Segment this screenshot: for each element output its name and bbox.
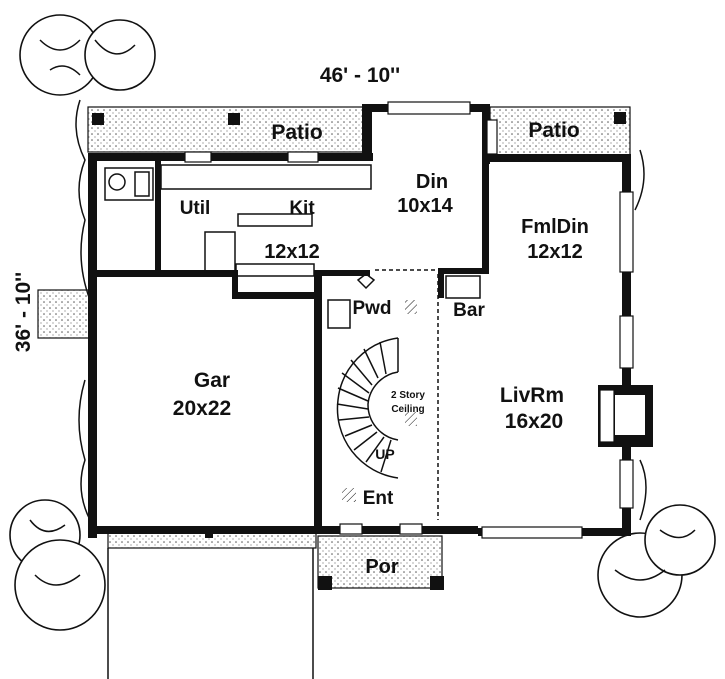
powder-label: Pwd (352, 298, 391, 319)
spiral-staircase (336, 337, 399, 479)
dining-size: 10x14 (397, 195, 453, 217)
patio-left-label: Patio (271, 121, 322, 144)
shrub-bottom-right (597, 504, 716, 618)
kitchen-label: Kit (289, 198, 315, 219)
dining-label: Din (416, 171, 448, 193)
windows (184, 101, 634, 539)
kitchen-counters (104, 164, 372, 277)
shrub-top-left (19, 14, 156, 96)
family-dining-size: 12x12 (527, 241, 583, 263)
width-dimension: 46' - 10'' (320, 64, 400, 87)
living-size: 16x20 (505, 410, 563, 433)
stair-note-line1: 2 Story (391, 390, 425, 401)
patio-right-label: Patio (528, 119, 579, 142)
shrub-bottom-left (9, 499, 106, 631)
porch-label: Por (365, 556, 399, 578)
stair-direction: UP (375, 446, 394, 462)
living-label: LivRm (500, 384, 564, 407)
family-dining-label: FmlDin (521, 216, 589, 238)
kitchen-size: 12x12 (264, 241, 320, 263)
side-slab (37, 289, 94, 339)
fireplace (598, 385, 653, 447)
porch (317, 535, 444, 590)
stair-note-line2: Ceiling (391, 404, 424, 415)
garage-label: Gar (194, 369, 230, 392)
exterior-walls (88, 104, 631, 538)
bar-label: Bar (453, 300, 485, 321)
interior-walls (97, 161, 489, 532)
entry-label: Ent (363, 488, 394, 509)
patio-left-slab (87, 106, 371, 153)
garage-size: 20x22 (173, 397, 231, 420)
utility-label: Util (180, 198, 211, 219)
ivy-left (75, 99, 91, 521)
ivy-right (634, 149, 647, 521)
depth-dimension: 36' - 10'' (12, 272, 35, 352)
